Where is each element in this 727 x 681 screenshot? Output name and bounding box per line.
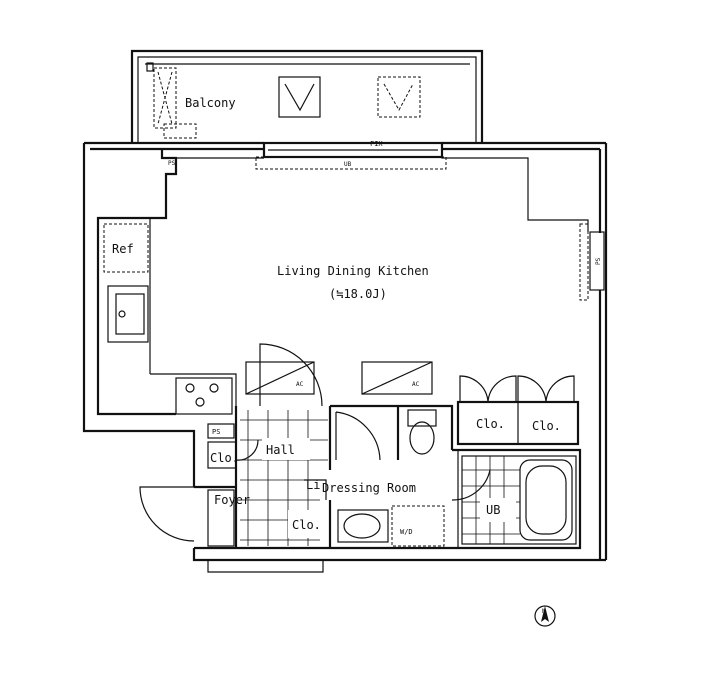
clo1-label: Clo. [476, 417, 505, 431]
ac-units [245, 361, 433, 395]
clo2-label: Clo. [532, 419, 561, 433]
hall-label: Hall [266, 443, 295, 457]
interior-walls [194, 404, 582, 550]
north-compass-icon [534, 605, 556, 627]
ldk-walls [96, 149, 589, 416]
dressing-room [304, 469, 491, 547]
unit-bath [461, 455, 577, 545]
dressing-label: Dressing Room [322, 481, 416, 495]
ps-right-label: PS [595, 257, 602, 265]
li-label: Li [306, 478, 320, 492]
kitchen [103, 223, 233, 415]
exterior-walls [82, 141, 608, 573]
clo-foyer-label: Clo. [292, 518, 321, 532]
hall-grid [240, 410, 328, 546]
hall-closet [207, 423, 259, 469]
foyer-label: Foyer [214, 493, 250, 507]
ac1-label: AC [296, 381, 304, 388]
ldk-door[interactable] [259, 343, 323, 407]
closet-doors[interactable] [459, 375, 575, 403]
wd-label: W/D [400, 528, 413, 536]
closets-right [456, 400, 580, 446]
ldk-size-label: (≒18.0J) [329, 287, 387, 301]
ub-label: UB [486, 503, 500, 517]
compass-label: N [542, 608, 546, 615]
foyer-entry-door[interactable] [139, 486, 235, 547]
ps-top-label: PS [168, 160, 176, 167]
right-window [579, 223, 605, 301]
ldk-label: Living Dining Kitchen [277, 264, 429, 278]
balcony-area [130, 49, 484, 143]
fix-label: FIX [370, 140, 383, 148]
clo-hall-label: Clo. [210, 451, 239, 465]
toilet [335, 409, 437, 461]
balcony-label: Balcony [185, 96, 236, 110]
ps-hall-label: PS [212, 428, 220, 436]
ub-top-label: UB [344, 161, 352, 168]
ref-label: Ref [112, 242, 134, 256]
ac2-label: AC [412, 381, 420, 388]
